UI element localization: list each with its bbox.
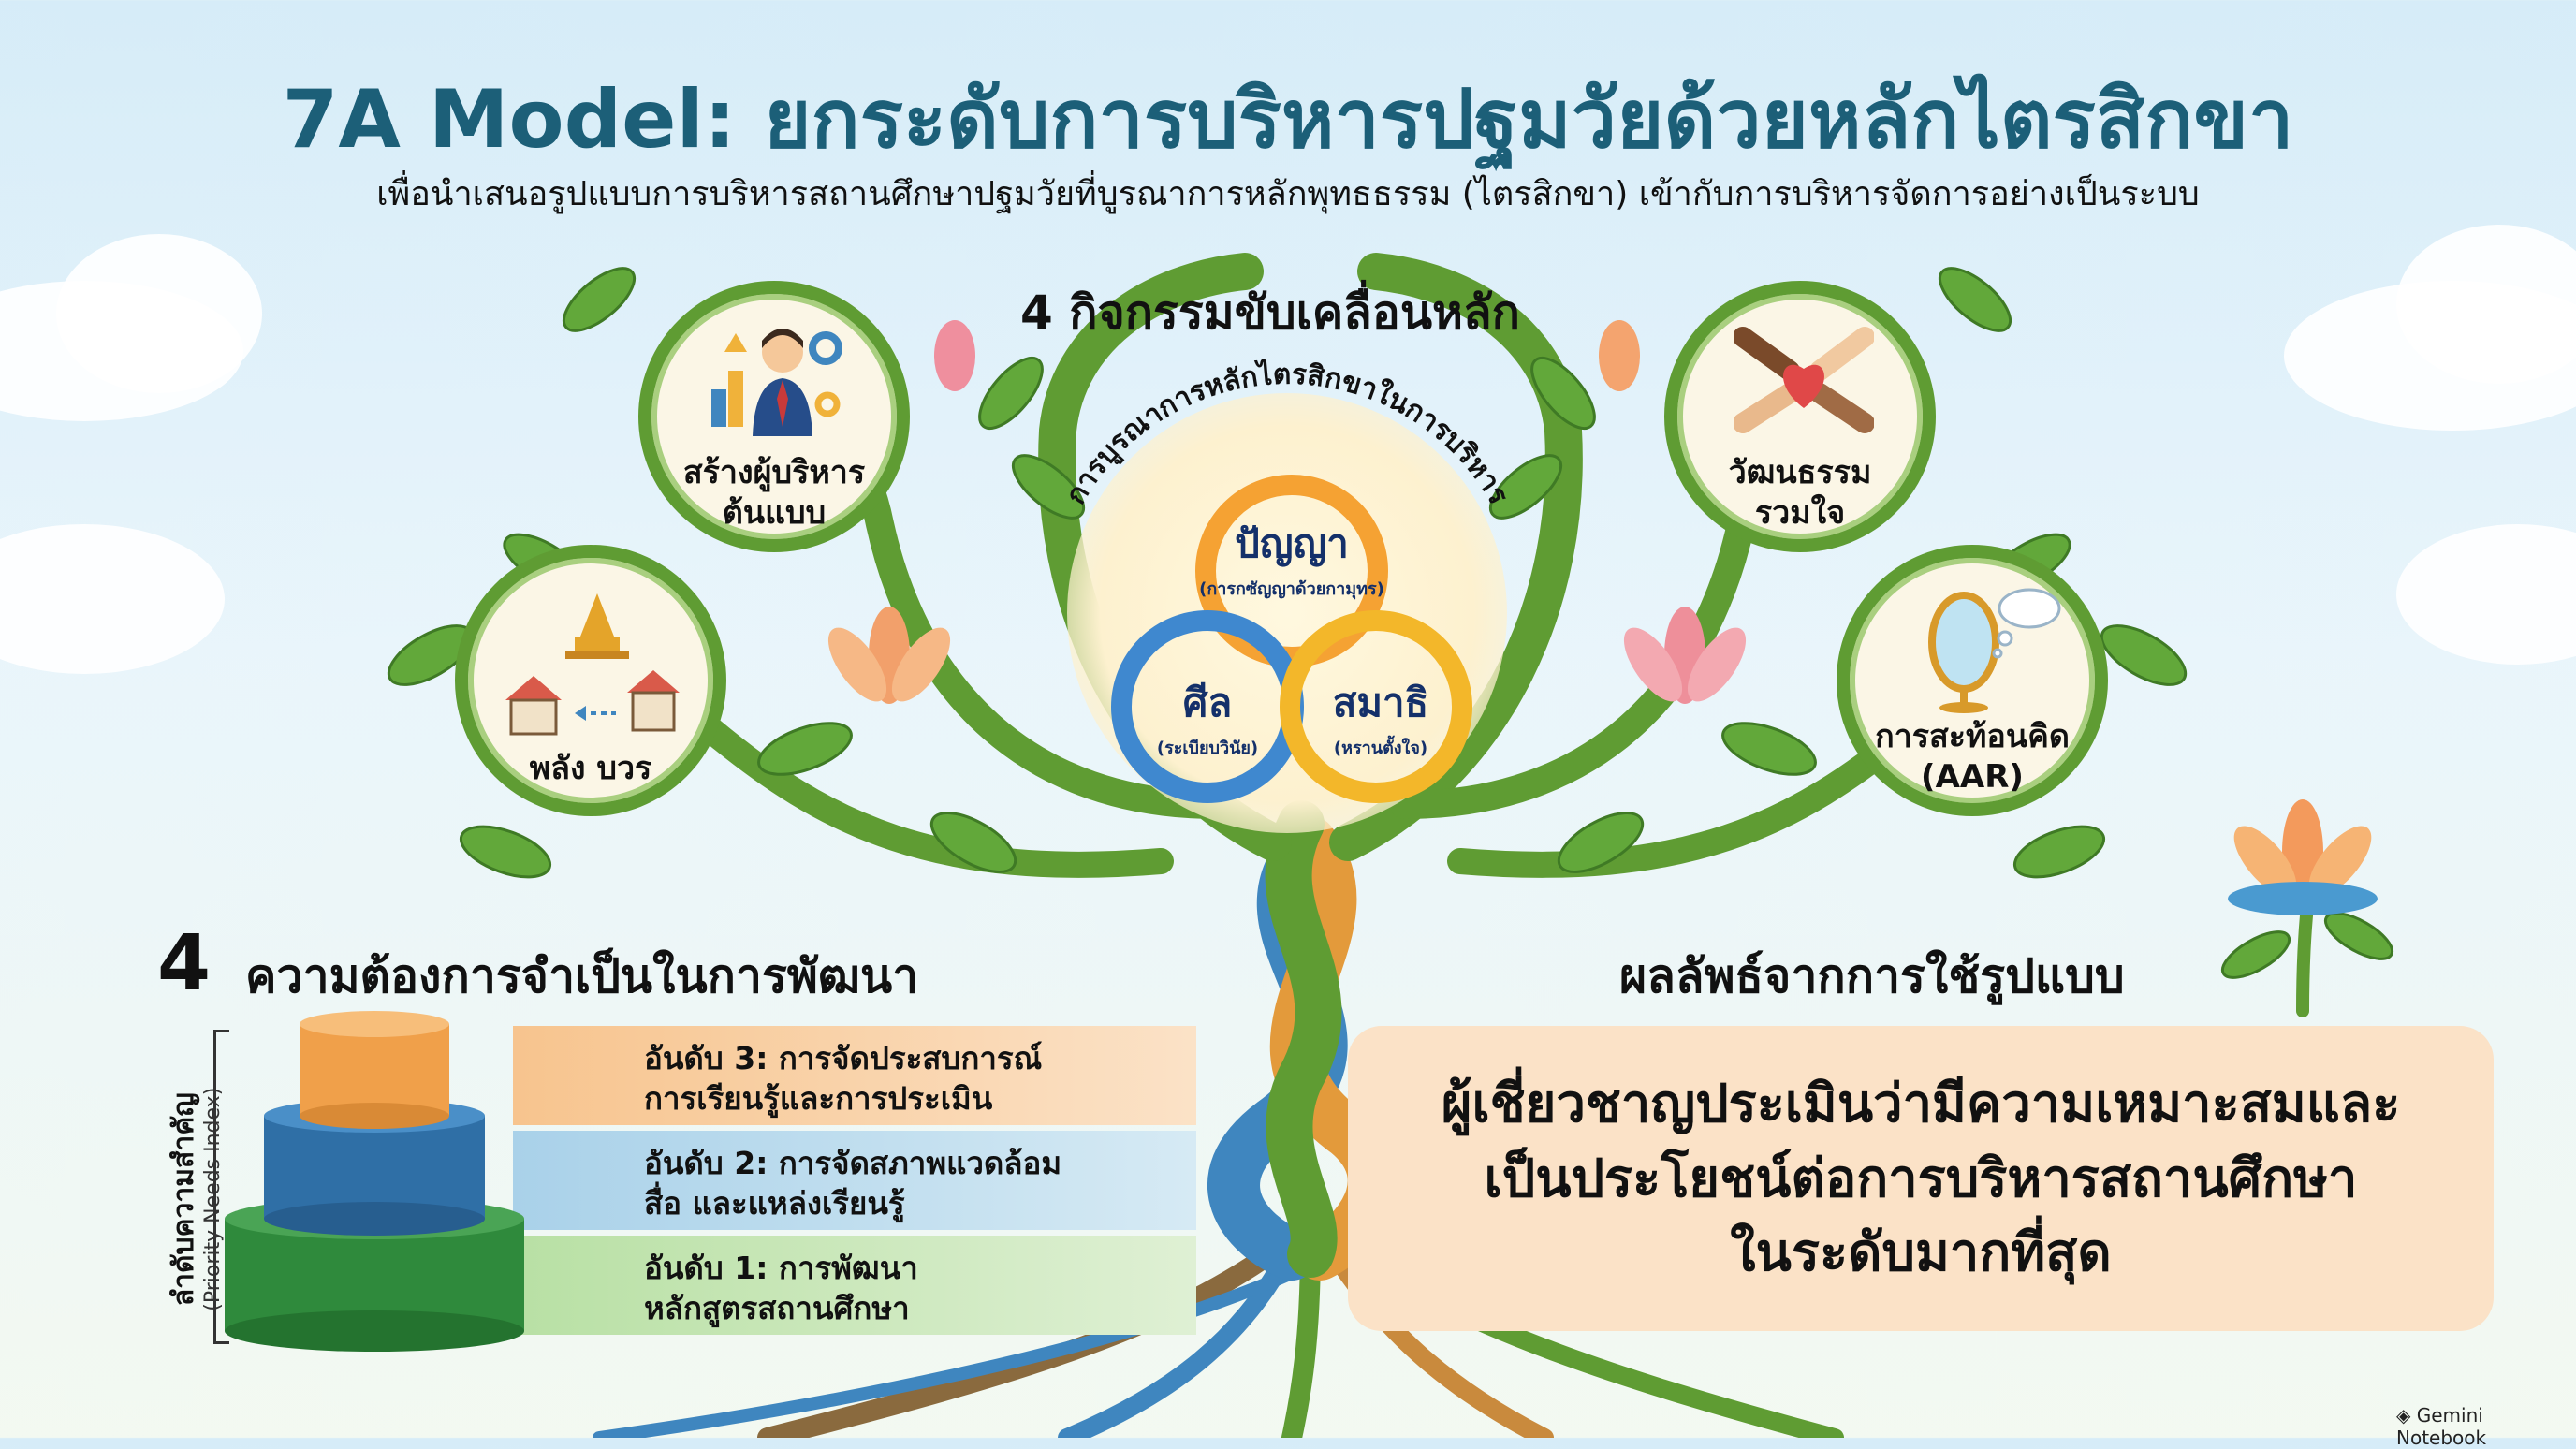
ring-panya-sub: (การกซัญญาด้วยกามุทร)	[1199, 579, 1384, 599]
ring-samadhi-name: สมาธิ	[1332, 680, 1429, 725]
results-box	[1348, 1026, 2494, 1331]
page-title: 7A Model: ยกระดับการบริหารปฐมวัยด้วยหลัก…	[282, 73, 2294, 167]
results-line2: เป็นประโยชน์ต่อการบริหารสถานศึกษา	[1484, 1148, 2358, 1209]
brand-logo-icon: ◈	[2396, 1404, 2411, 1427]
lotus-bloom-right	[2228, 799, 2378, 915]
cloud-right-2	[2396, 225, 2576, 384]
ring-samadhi-sub: (หรานตั้งใจ)	[1333, 739, 1428, 758]
need-rank2-line2: สื่อ และแหล่งเรียนรู้	[644, 1184, 905, 1222]
activity-aar-line1: การสะท้อนคิด	[1875, 718, 2070, 755]
priority-stack-chart	[225, 1011, 524, 1352]
priority-axis-bracket	[213, 1030, 229, 1344]
results-heading: ผลลัพธ์จากการใช้รูปแบบ	[1619, 949, 2125, 1003]
activity-culture-line1: วัฒนธรรม	[1728, 454, 1872, 491]
lotus-right	[1623, 607, 1747, 704]
lotus-left	[827, 607, 951, 704]
activity-executive-line2: ต้นแบบ	[722, 493, 827, 532]
priority-axis-title: ลำดับความสำคัญ	[167, 1092, 200, 1307]
need-rank2-line1: อันดับ 2: การจัดสภาพแวดล้อม	[644, 1145, 1062, 1181]
activity-circle-aar: การสะท้อนคิด (AAR)	[1837, 545, 2108, 816]
results-line3: ในระดับมากที่สุด	[1730, 1222, 2112, 1284]
lotus-flowers	[827, 320, 2378, 915]
activity-circle-bowon: พลัง บวร	[455, 545, 726, 816]
need-rank3-line2: การเรียนรู้และการประเมิน	[644, 1079, 993, 1117]
ring-panya-name: ปัญญา	[1235, 520, 1349, 566]
results-line1: ผู้เชี่ยวชาญประเมินว่ามีความเหมาะสมและ	[1441, 1074, 2401, 1134]
ring-panya-label: ปัญญา (การกซัญญาด้วยกามุทร)	[1198, 513, 1385, 602]
need-item-rank3: อันดับ 3: การจัดประสบการณ์ การเรียนรู้แล…	[513, 1026, 1196, 1125]
results-text: ผู้เชี่ยวชาญประเมินว่ามีความเหมาะสมและ เ…	[1348, 1067, 2494, 1291]
trisikkha-rings	[1111, 475, 1472, 803]
activity-aar-line2: (AAR)	[1921, 757, 2024, 796]
need-item-rank1: อันดับ 1: การพัฒนา หลักสูตรสถานศึกษา	[513, 1236, 1196, 1335]
lotus-bud-right	[1599, 320, 1640, 391]
needs-heading-number: 4	[157, 919, 212, 1008]
activity-bowon-line1: พลัง บวร	[529, 750, 652, 787]
ring-samadhi	[1280, 610, 1472, 803]
ring-samadhi-label: สมาธิ (หรานตั้งใจ)	[1292, 672, 1470, 761]
need-item-rank2: อันดับ 2: การจัดสภาพแวดล้อม สื่อ และแหล่…	[513, 1131, 1196, 1230]
cloud-left-low	[0, 524, 225, 674]
ring-sila-name: ศีล	[1182, 680, 1233, 725]
need-rank1-line1: อันดับ 1: การพัฒนา	[644, 1250, 918, 1286]
lotus-bud-left	[934, 320, 975, 391]
temple-home-school-icon	[505, 593, 680, 736]
activity-circle-executive: สร้างผู้บริหาร ต้นแบบ	[638, 281, 910, 552]
cloud-left-2	[56, 234, 262, 393]
ring-panya	[1195, 475, 1388, 667]
need-rank1-line2: หลักสูตรสถานศึกษา	[644, 1289, 910, 1326]
ring-sila-sub: (ระเบียบวินัย)	[1156, 739, 1259, 758]
page-subtitle: เพื่อนำเสนอรูปแบบการบริหารสถานศึกษาปฐมวั…	[376, 175, 2200, 213]
stack-tier-rank3	[300, 1011, 449, 1129]
need-rank3-line1: อันดับ 3: การจัดประสบการณ์	[644, 1040, 1043, 1076]
brand-name: Gemini Notebook	[2396, 1404, 2487, 1449]
needs-heading: ความต้องการจำเป็นในการพัฒนา	[245, 949, 919, 1003]
executive-icon	[711, 329, 842, 436]
joined-hands-heart-icon	[1734, 327, 1874, 433]
activities-heading: 4 กิจกรรมขับเคลื่อนหลัก	[1020, 285, 1520, 340]
mirror-thought-icon	[1928, 588, 2061, 713]
activity-circle-culture: วัฒนธรรม รวมใจ	[1664, 281, 1936, 552]
footer-brand: ◈ Gemini Notebook	[2396, 1404, 2576, 1449]
activity-culture-line2: รวมใจ	[1754, 493, 1846, 532]
ring-sila-label: ศีล (ระเบียบวินัย)	[1123, 672, 1292, 761]
activity-executive-line1: สร้างผู้บริหาร	[682, 454, 866, 491]
